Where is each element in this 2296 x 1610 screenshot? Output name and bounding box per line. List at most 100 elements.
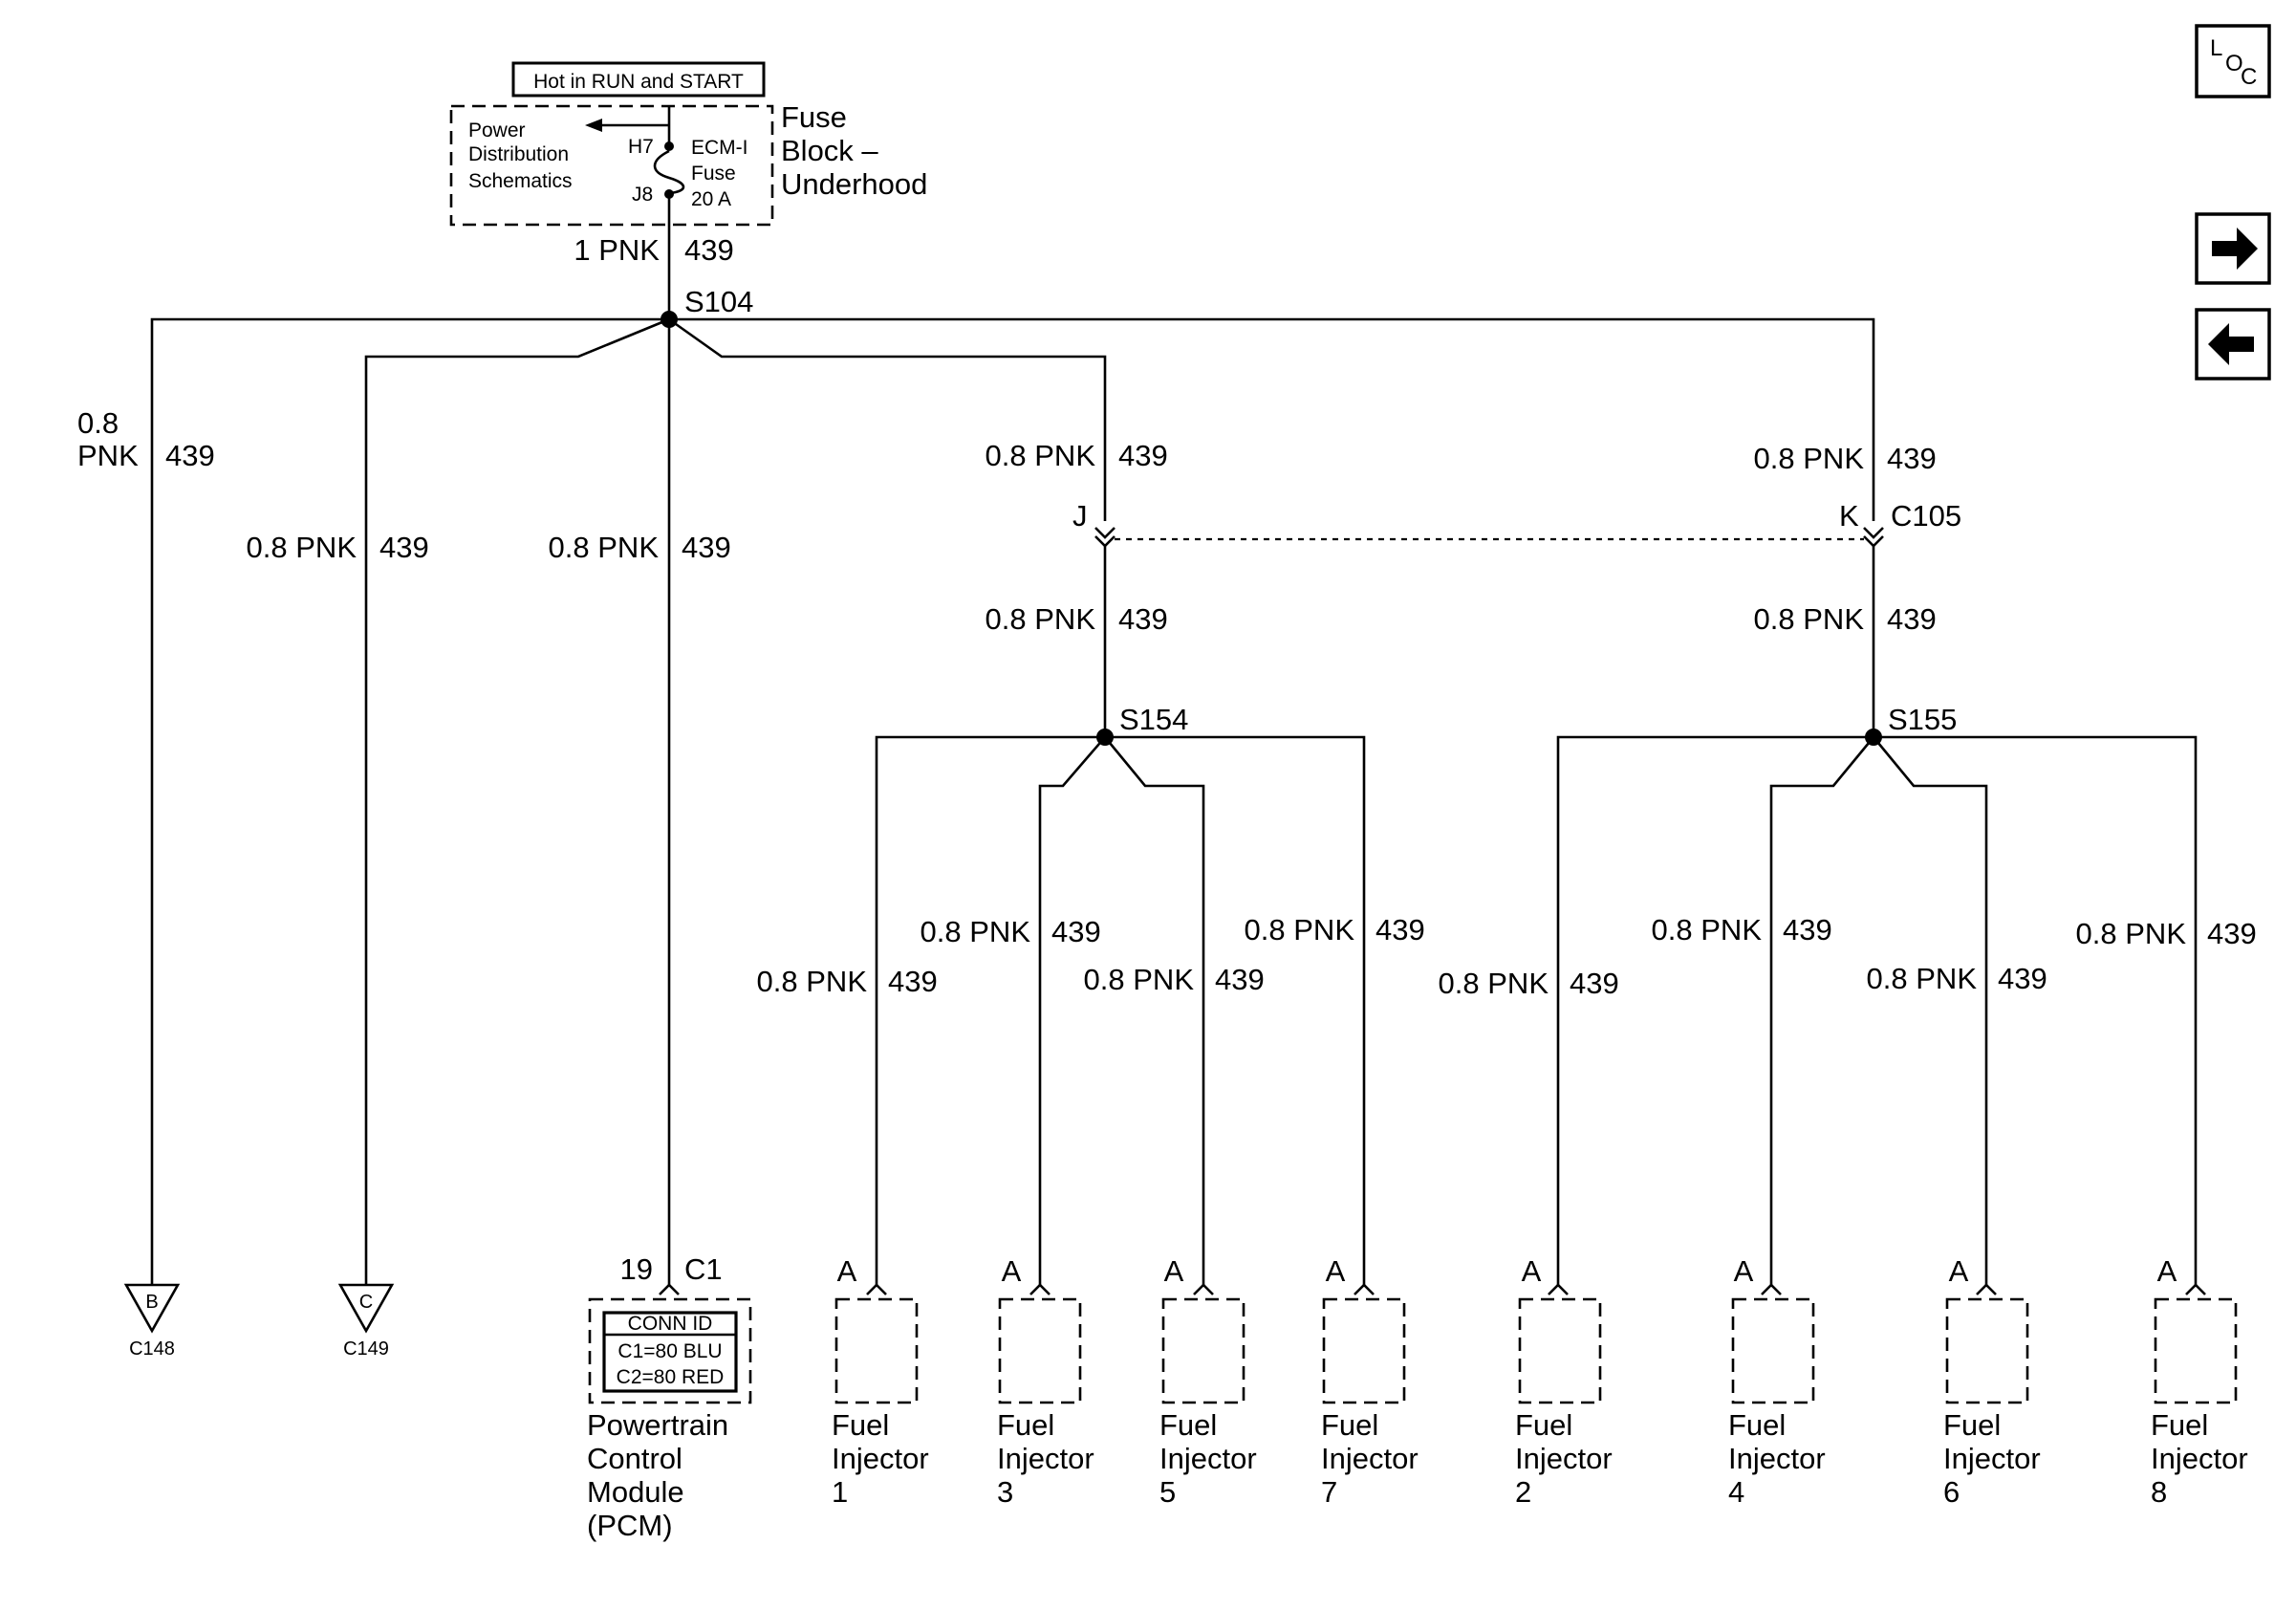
wire-inj3-circuit: 439 <box>1051 915 1101 948</box>
wire-j-lower-size-color: 0.8 PNK <box>986 602 1096 636</box>
injector-name-line-2: Injector <box>1321 1442 1419 1475</box>
injector-number: 2 <box>1515 1475 1531 1509</box>
c149-label: C149 <box>343 1338 389 1360</box>
pcm-name-line-4: (PCM) <box>587 1509 673 1542</box>
wire-c148-circuit: 439 <box>165 439 215 472</box>
injector-pin: A <box>2157 1254 2177 1288</box>
injector-name-line-2: Injector <box>1943 1442 2041 1475</box>
fuel-injector-6: A Fuel Injector 6 <box>1943 1254 2041 1509</box>
pcm-component: 19 C1 CONN ID C1=80 BLU C2=80 RED Powert… <box>587 1252 752 1542</box>
injector-name-line-1: Fuel <box>1321 1408 1378 1442</box>
wire-to-c105-j <box>668 317 1107 521</box>
wire-inj6-size-color: 0.8 PNK <box>1867 962 1978 995</box>
schematic-ref-line-1: Power <box>468 120 526 141</box>
connector-pin-icon <box>659 1283 680 1295</box>
connector-triangle-icon <box>337 1283 395 1334</box>
pcm-name-line-1: Powertrain <box>587 1408 728 1442</box>
wire-j-lower-circuit: 439 <box>1118 602 1168 636</box>
fuel-injector-4: A Fuel Injector 4 <box>1728 1254 1826 1509</box>
splice-s154-label: S154 <box>1119 703 1188 736</box>
fuel-injector-7: A Fuel Injector 7 <box>1321 1254 1419 1509</box>
injector-name-line-1: Fuel <box>1515 1408 1572 1442</box>
connector-c149: C C149 <box>337 1283 395 1360</box>
wire-to-c149 <box>364 317 670 1300</box>
arrow-right-icon <box>2212 228 2258 270</box>
injector-name-line-1: Fuel <box>1159 1408 1217 1442</box>
fuse-icon <box>653 149 685 195</box>
back-button[interactable] <box>2195 308 2271 381</box>
fuel-injector-3: A Fuel Injector 3 <box>997 1254 1094 1509</box>
wire-k-upper-size-color: 0.8 PNK <box>1754 442 1865 475</box>
c149-cavity: C <box>359 1292 373 1313</box>
wire-to-c105-k <box>669 317 1875 521</box>
wire-inj4-size-color: 0.8 PNK <box>1652 913 1763 946</box>
wire-inj5-circuit: 439 <box>1215 963 1265 996</box>
conn-id-title: CONN ID <box>628 1313 713 1335</box>
wire-j-upper-circuit: 439 <box>1118 439 1168 472</box>
injector-pin: A <box>837 1254 857 1288</box>
fuse-rating: 20 A <box>691 188 731 210</box>
loc-letter-l: L <box>2210 35 2222 61</box>
loc-button[interactable]: L O C <box>2195 24 2271 98</box>
injector-number: 5 <box>1159 1475 1176 1509</box>
wire-inj8-circuit: 439 <box>2207 917 2257 950</box>
forward-button[interactable] <box>2195 212 2271 285</box>
pcm-name-line-2: Control <box>587 1442 682 1475</box>
connector-pin-icon <box>1761 1283 1782 1295</box>
fuse-block-label-1: Fuse <box>781 100 847 134</box>
injector-number: 1 <box>832 1475 848 1509</box>
fuse-word: Fuse <box>691 163 736 185</box>
c105-pin-j: J <box>1072 499 1088 533</box>
fuse-block-label-2: Block – <box>781 134 878 167</box>
wire-to-c148 <box>150 317 669 1300</box>
wire-c149-circuit: 439 <box>379 531 429 564</box>
c148-cavity: B <box>145 1292 158 1313</box>
connector-pin-icon <box>1029 1283 1051 1295</box>
wire-c148-size: 0.8 <box>77 406 119 440</box>
arrow-left-icon <box>585 119 602 132</box>
connector-k-chevron-icon <box>1863 527 1884 548</box>
wire-inj1-size-color: 0.8 PNK <box>757 965 868 998</box>
schematic-ref-line-2: Distribution <box>468 143 569 165</box>
connector-pin-icon <box>1976 1283 1997 1295</box>
injector-pin: A <box>1522 1254 1542 1288</box>
injector-number: 8 <box>2151 1475 2167 1509</box>
fuse-block-underhood: Hot in RUN and START Power Distribution … <box>449 61 927 227</box>
fuel-injector-1: A Fuel Injector 1 <box>832 1254 929 1509</box>
injector-name-line-2: Injector <box>1515 1442 1613 1475</box>
wire-inj3-size-color: 0.8 PNK <box>921 915 1031 948</box>
splice-s104-label: S104 <box>684 285 753 318</box>
wire-inj7-circuit: 439 <box>1375 913 1425 946</box>
wire-inj4-circuit: 439 <box>1783 913 1832 946</box>
connector-c105: J K C105 <box>1072 499 1961 548</box>
wire-pcm-size-color: 0.8 PNK <box>549 531 660 564</box>
main-wire-size-color: 1 PNK <box>574 233 660 267</box>
wire-inj2-circuit: 439 <box>1570 967 1619 1000</box>
injector-number: 7 <box>1321 1475 1337 1509</box>
injector-name-line-1: Fuel <box>1728 1408 1786 1442</box>
arrow-left-icon <box>2208 323 2254 365</box>
wire-inj5-size-color: 0.8 PNK <box>1084 963 1195 996</box>
injector-name-line-2: Injector <box>2151 1442 2248 1475</box>
conn-id-c2: C2=80 RED <box>617 1366 725 1388</box>
wire-inj2-size-color: 0.8 PNK <box>1439 967 1549 1000</box>
wire-inj8-size-color: 0.8 PNK <box>2076 917 2187 950</box>
splice-s155-label: S155 <box>1888 703 1957 736</box>
wire-pcm-circuit: 439 <box>682 531 731 564</box>
connector-c148: B C148 <box>123 1283 181 1360</box>
c105-pin-k: K <box>1839 499 1859 533</box>
injector-name-line-1: Fuel <box>2151 1408 2208 1442</box>
c105-name: C105 <box>1891 499 1961 533</box>
wire-j-upper-size-color: 0.8 PNK <box>986 439 1096 472</box>
injector-number: 4 <box>1728 1475 1744 1509</box>
fuse-pin-h7: H7 <box>628 136 654 158</box>
pcm-name-line-3: Module <box>587 1475 684 1509</box>
wire-inj6-circuit: 439 <box>1998 962 2047 995</box>
wire-k-lower-circuit: 439 <box>1887 602 1937 636</box>
loc-letter-o: O <box>2225 51 2243 76</box>
connector-pin-icon <box>2185 1283 2206 1295</box>
injector-name-line-2: Injector <box>832 1442 929 1475</box>
c148-label: C148 <box>129 1338 175 1360</box>
wire-k-lower-size-color: 0.8 PNK <box>1754 602 1865 636</box>
